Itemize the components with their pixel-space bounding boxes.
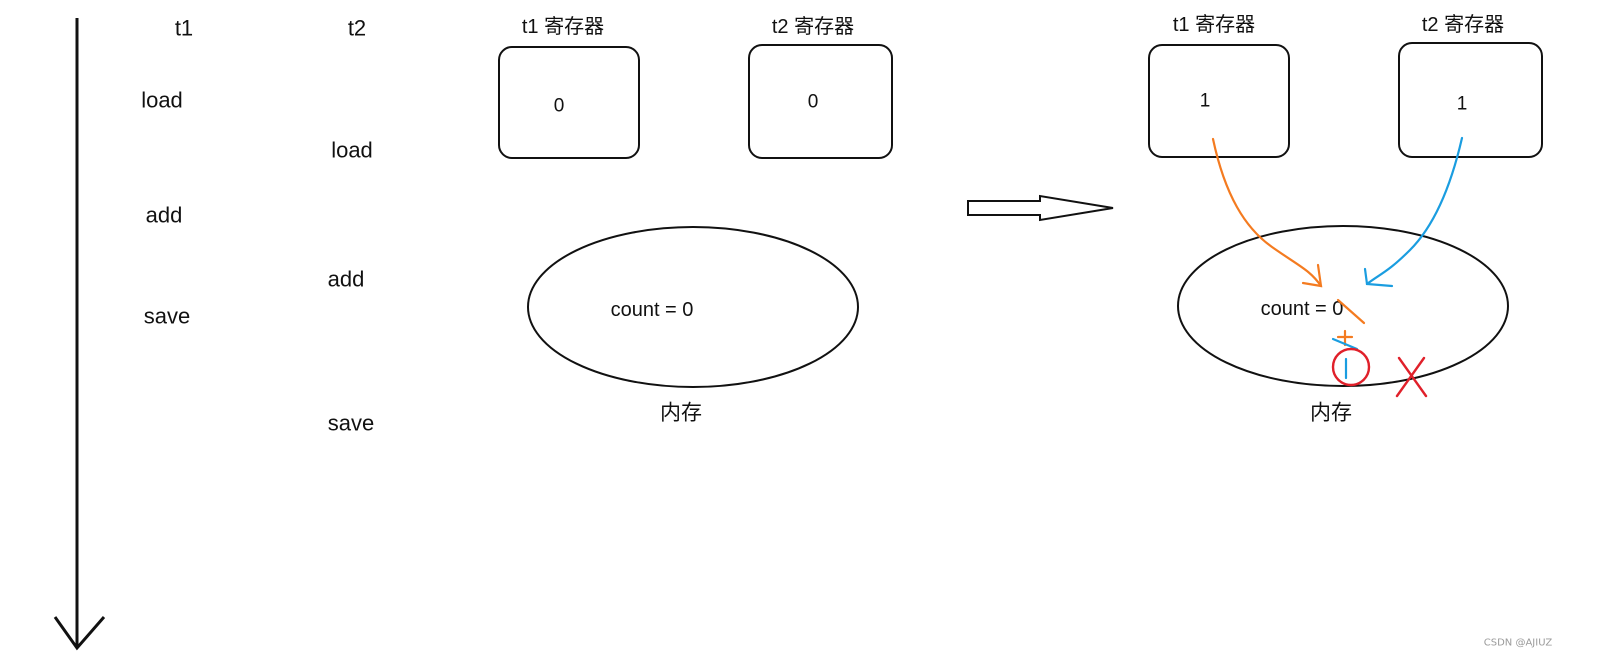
before-t2-register-box xyxy=(748,44,893,159)
thread-t2-label: t2 xyxy=(348,16,366,41)
error-circle-mark xyxy=(1331,347,1371,387)
t1-step-load: load xyxy=(141,88,183,113)
after-t1-register-value: 1 xyxy=(1200,91,1211,112)
time-axis xyxy=(53,18,106,651)
after-t2-register-label: t2 寄存器 xyxy=(1422,13,1504,36)
time-axis-arrowhead xyxy=(53,616,106,651)
watermark: CSDN @AJIUZ xyxy=(1484,638,1553,649)
after-memory-label: 内存 xyxy=(1310,402,1352,425)
before-memory-ellipse xyxy=(527,226,859,388)
t1-write-arrow xyxy=(1211,137,1323,288)
t1-strike-mark xyxy=(1336,298,1366,325)
before-t1-register-box xyxy=(498,46,640,159)
before-t2-register-value: 0 xyxy=(808,92,819,113)
after-memory-ellipse xyxy=(1177,225,1509,387)
after-t1-register-label: t1 寄存器 xyxy=(1173,13,1255,36)
error-cross-icon xyxy=(1395,356,1428,398)
t2-write-arrow xyxy=(1363,136,1464,288)
after-memory-value: count = 0 xyxy=(1261,298,1344,320)
before-t1-register-value: 0 xyxy=(554,96,565,117)
before-state: t1 寄存器 t2 寄存器 0 0 count = 0 内存 xyxy=(498,15,893,425)
thread-t1-label: t1 xyxy=(175,16,193,41)
t1-step-add: add xyxy=(146,203,183,228)
before-t1-register-label: t1 寄存器 xyxy=(522,15,604,38)
after-state: t1 寄存器 t2 寄存器 1 1 count = 0 内存 xyxy=(1148,13,1543,425)
transition-arrow-icon xyxy=(967,194,1114,222)
before-memory-value: count = 0 xyxy=(611,299,694,321)
t2-strike-mark xyxy=(1331,337,1359,351)
t1-write-arrowhead xyxy=(1301,263,1323,288)
after-t2-register-value: 1 xyxy=(1457,94,1468,115)
after-t1-register-box xyxy=(1148,44,1290,158)
t1-write-curve xyxy=(1211,137,1323,288)
t1-step-save: save xyxy=(144,304,190,329)
t2-step-load: load xyxy=(331,138,373,163)
before-t2-register-label: t2 寄存器 xyxy=(772,15,854,38)
t2-step-add: add xyxy=(328,267,365,292)
t2-write-curve xyxy=(1365,136,1464,286)
t2-write-arrowhead xyxy=(1363,267,1394,288)
after-t2-register-box xyxy=(1398,42,1543,158)
before-memory-label: 内存 xyxy=(660,402,702,425)
t2-step-save: save xyxy=(328,411,374,436)
